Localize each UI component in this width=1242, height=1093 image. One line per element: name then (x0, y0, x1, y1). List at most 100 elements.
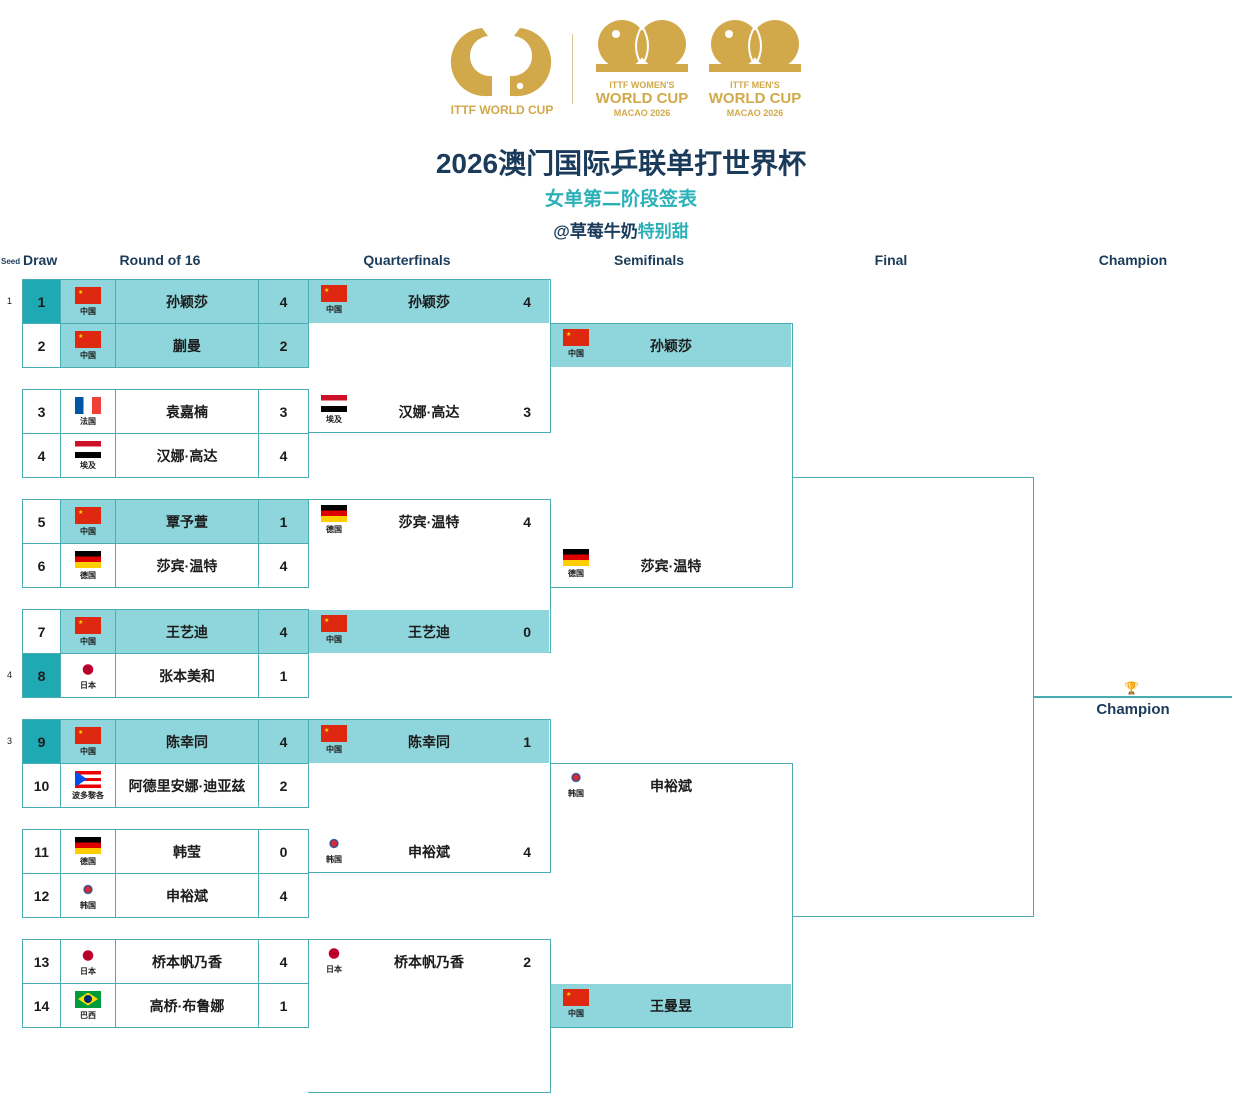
country-name: 巴西 (80, 1010, 96, 1020)
country-flag: ★中国 (563, 989, 589, 1019)
country-flag: ★中国 (321, 725, 347, 755)
country-flag: 德国 (75, 550, 101, 581)
flag-de-icon (563, 549, 589, 566)
country-flag: 巴西 (75, 990, 101, 1021)
match-score: 1 (258, 653, 309, 698)
match-score: 4 (258, 279, 309, 324)
draw-number: 4 (22, 433, 61, 478)
flag-cn-icon: ★ (75, 616, 101, 634)
flag-de-icon (75, 550, 101, 568)
column-header-draw: Draw (23, 252, 58, 268)
match-score: 4 (258, 433, 309, 478)
ittf-world-cup-logo: ITTF WORLD CUP (448, 22, 556, 122)
country-flag: 德国 (321, 505, 347, 535)
flag-cell: ★中国 (60, 323, 116, 368)
country-flag: 韩国 (563, 769, 589, 799)
player-name: 申裕斌 (408, 843, 450, 860)
player-name: 孙颖莎 (650, 337, 692, 354)
match-score: 1 (258, 983, 309, 1028)
match-score: 2 (258, 763, 309, 808)
country-name: 中国 (326, 635, 342, 644)
women-world-cup-logo: ITTF WOMEN'S WORLD CUP MACAO 2026 (592, 18, 692, 123)
column-header-qf: Quarterfinals (363, 252, 451, 268)
player-name: 申裕斌 (115, 873, 259, 918)
country-name: 日本 (326, 965, 342, 974)
player-name: 韩莹 (115, 829, 259, 874)
match-score: 0 (523, 623, 531, 640)
player-name: 汉娜·高达 (398, 403, 460, 420)
lotus-emblem-icon (596, 20, 688, 72)
ittf-emblem-icon (450, 28, 552, 97)
draw-number: 14 (22, 983, 61, 1028)
flag-cn-icon: ★ (75, 330, 101, 348)
seed-number: 3 (7, 736, 13, 746)
column-header-champion: Champion (1098, 252, 1168, 268)
player-name: 张本美和 (115, 653, 259, 698)
flag-pr-icon (75, 770, 101, 788)
author-credit: @草莓牛奶特别甜 (0, 217, 1242, 242)
player-name: 莎宾·温特 (398, 513, 460, 530)
draw-number: 6 (22, 543, 61, 588)
country-flag: 德国 (75, 836, 101, 867)
player-name: 莎宾·温特 (640, 557, 702, 574)
player-name: 陈幸同 (115, 719, 259, 764)
flag-cn-icon: ★ (321, 725, 347, 742)
flag-cell: ★中国 (60, 499, 116, 544)
player-name: 覃予萱 (115, 499, 259, 544)
page-title: 2026澳门国际乒联单打世界杯 (435, 148, 807, 179)
country-flag: 日本 (321, 945, 347, 975)
flag-cell: 日本 (60, 939, 116, 984)
country-name: 日本 (80, 680, 96, 690)
flag-kr-icon (563, 769, 589, 786)
flag-cell: 波多黎各 (60, 763, 116, 808)
match-score: 4 (523, 843, 531, 860)
flag-cell: 德国 (60, 829, 116, 874)
player-name: 王艺迪 (115, 609, 259, 654)
column-header-r16: Round of 16 (119, 252, 201, 268)
country-flag: ★中国 (75, 726, 101, 757)
flag-jp-icon (321, 945, 347, 962)
country-name: 埃及 (326, 415, 342, 424)
country-flag: 埃及 (75, 440, 101, 471)
flag-cn-icon: ★ (75, 726, 101, 744)
qf-entry: 埃及 汉娜·高达 3 (309, 390, 549, 433)
country-name: 中国 (326, 305, 342, 314)
country-name: 韩国 (568, 789, 584, 798)
match-score: 2 (258, 323, 309, 368)
draw-number: 9 (22, 719, 61, 764)
draw-number: 5 (22, 499, 61, 544)
country-flag: ★中国 (563, 329, 589, 359)
sf-entry: 韩国 申裕斌 (551, 764, 791, 807)
country-name: 中国 (80, 526, 96, 536)
match-score: 1 (523, 733, 531, 750)
match-score: 3 (523, 403, 531, 420)
match-score: 2 (523, 953, 531, 970)
player-name: 孙颖莎 (408, 293, 450, 310)
country-name: 德国 (326, 525, 342, 534)
flag-cell: 德国 (60, 543, 116, 588)
match-score: 3 (258, 389, 309, 434)
match-score: 4 (258, 609, 309, 654)
flag-cell: ★中国 (60, 719, 116, 764)
country-flag: 韩国 (75, 880, 101, 911)
column-header-sf: Semifinals (613, 252, 685, 268)
flag-kr-icon (321, 835, 347, 852)
country-flag: ★中国 (75, 286, 101, 317)
sf-entry: ★中国王曼昱 (551, 984, 791, 1027)
country-flag: 日本 (75, 660, 101, 691)
page-subtitle: 女单第二阶段签表 (544, 189, 697, 210)
match-score: 4 (523, 513, 531, 530)
player-name: 阿德里安娜·迪亚兹 (115, 763, 259, 808)
player-name: 申裕斌 (650, 777, 692, 794)
men-world-cup-logo: ITTF MEN'S WORLD CUP MACAO 2026 (705, 18, 805, 123)
flag-kr-icon (75, 880, 101, 898)
credit-suffix: 特别甜 (637, 222, 689, 241)
champion-line (1034, 696, 1232, 698)
match-score: 4 (258, 873, 309, 918)
country-name: 德国 (80, 570, 96, 580)
women-logo-line3: MACAO 2026 (613, 108, 671, 118)
champion-label: Champion (1096, 701, 1170, 718)
logo-main-text: ITTF WORLD CUP (450, 103, 554, 117)
men-logo-line1: ITTF MEN'S (730, 80, 780, 90)
